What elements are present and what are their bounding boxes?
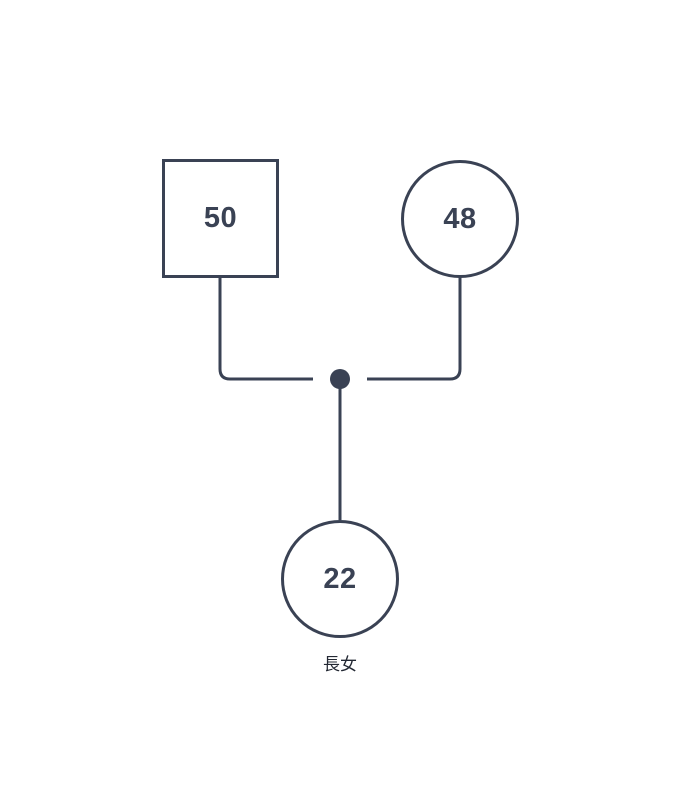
marriage-junction-dot[interactable] <box>330 369 350 389</box>
connector-father-to-union <box>218 277 313 381</box>
node-mother-circle[interactable] <box>401 160 519 278</box>
node-child-circle[interactable] <box>281 520 399 638</box>
node-father-square[interactable] <box>162 159 279 278</box>
connector-mother-to-union <box>367 277 462 381</box>
node-child-label: 長女 <box>323 655 357 675</box>
